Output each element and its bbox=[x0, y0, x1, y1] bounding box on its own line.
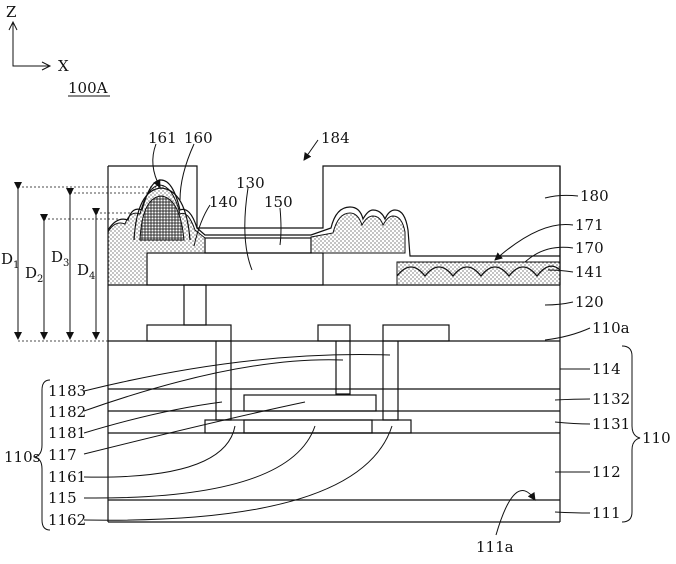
leader-1183 bbox=[83, 353, 391, 392]
leader-184 bbox=[303, 139, 319, 161]
label-115: 115 bbox=[48, 489, 77, 507]
label-1181: 1181 bbox=[48, 424, 86, 442]
label-112: 112 bbox=[592, 463, 621, 481]
label-1183: 1183 bbox=[48, 382, 86, 400]
leader-111 bbox=[554, 511, 591, 514]
dim-d3-label: D3 bbox=[51, 248, 69, 269]
leader-180 bbox=[544, 194, 579, 199]
axis-lines bbox=[12, 22, 50, 67]
label-110s: 110s bbox=[4, 448, 40, 466]
via-1182 bbox=[335, 341, 351, 395]
gate-117 bbox=[243, 394, 377, 412]
layer-150 bbox=[204, 237, 312, 254]
label-1161: 1161 bbox=[48, 468, 86, 486]
dimension-lines bbox=[14, 182, 160, 342]
brace-110 bbox=[621, 345, 641, 523]
layer-171-bumps bbox=[396, 265, 561, 277]
axis-z-label: Z bbox=[6, 3, 16, 21]
label-171: 171 bbox=[575, 216, 604, 234]
label-1162: 1162 bbox=[48, 511, 86, 529]
leader-140 bbox=[193, 204, 211, 247]
label-140: 140 bbox=[209, 193, 238, 211]
leader-171 bbox=[494, 223, 574, 261]
label-1132: 1132 bbox=[592, 390, 630, 408]
dim-d1-label: D1 bbox=[1, 250, 19, 271]
label-111: 111 bbox=[592, 504, 621, 522]
leader-117 bbox=[83, 401, 306, 455]
layer-130 bbox=[146, 252, 324, 286]
channel-115 bbox=[243, 419, 373, 434]
label-117: 117 bbox=[48, 446, 77, 464]
via-1183 bbox=[382, 341, 399, 421]
label-161: 161 bbox=[148, 129, 177, 147]
leader-1161 bbox=[83, 425, 236, 478]
leader-130 bbox=[244, 187, 253, 271]
axis-z-arrow-icon bbox=[8, 20, 18, 31]
label-184: 184 bbox=[321, 129, 350, 147]
label-1131: 1131 bbox=[592, 415, 630, 433]
leader-141 bbox=[547, 269, 574, 273]
label-110: 110 bbox=[642, 429, 671, 447]
leader-1181 bbox=[83, 401, 223, 434]
dim-d4-label: D4 bbox=[77, 261, 95, 282]
label-114: 114 bbox=[592, 360, 621, 378]
axis-x-arrow-icon bbox=[41, 61, 52, 71]
label-180: 180 bbox=[580, 187, 609, 205]
label-150: 150 bbox=[264, 193, 293, 211]
axis-indicator: Z X bbox=[6, 3, 69, 75]
label-120: 120 bbox=[575, 293, 604, 311]
electrode-1182-top bbox=[317, 324, 351, 342]
brace-110s bbox=[33, 379, 51, 531]
layer-170-outline bbox=[107, 179, 560, 257]
via-130 bbox=[183, 284, 207, 326]
leader-160 bbox=[179, 143, 195, 201]
leader-110a bbox=[544, 327, 591, 341]
leader-1182 bbox=[83, 359, 344, 412]
axis-x-label: X bbox=[58, 57, 69, 75]
electrode-1183-top bbox=[382, 324, 450, 342]
via-1181 bbox=[215, 341, 232, 421]
leader-111a bbox=[495, 490, 536, 536]
electrode-1181-top bbox=[146, 324, 232, 342]
label-141: 141 bbox=[575, 263, 604, 281]
leader-161 bbox=[152, 143, 161, 188]
label-110a: 110a bbox=[592, 319, 630, 337]
leader-120 bbox=[544, 301, 574, 306]
label-111a: 111a bbox=[476, 538, 514, 556]
leader-150 bbox=[279, 207, 282, 246]
figure-ref: 100A bbox=[68, 79, 108, 97]
label-170: 170 bbox=[575, 239, 604, 257]
leader-1162 bbox=[83, 425, 393, 521]
pattern-160-outline bbox=[133, 187, 191, 241]
label-130: 130 bbox=[236, 174, 265, 192]
bump-161 bbox=[139, 195, 185, 241]
label-160: 160 bbox=[184, 129, 213, 147]
leader-170 bbox=[524, 246, 574, 263]
leader-1132 bbox=[554, 398, 591, 401]
label-1182: 1182 bbox=[48, 403, 86, 421]
layer-141-mid-region bbox=[310, 212, 406, 254]
semiconductor-115 bbox=[204, 419, 412, 434]
dim-d2-label: D2 bbox=[25, 264, 43, 285]
leader-lines bbox=[83, 139, 591, 536]
leader-115 bbox=[83, 425, 316, 499]
leader-1131 bbox=[554, 421, 591, 425]
